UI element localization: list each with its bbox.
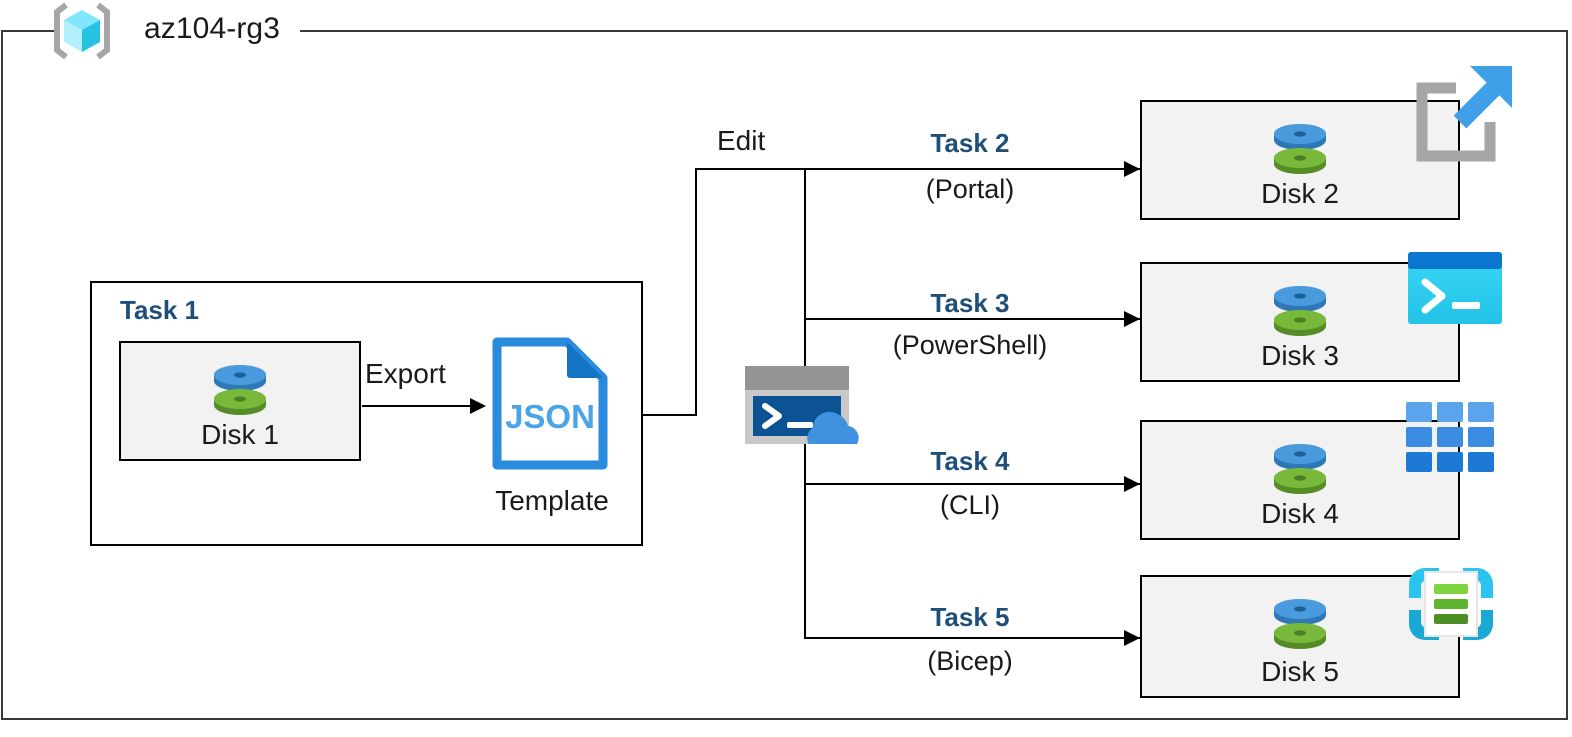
edit-connector-h1	[643, 414, 697, 416]
task3-tool: (PowerShell)	[892, 330, 1048, 360]
task3-label: Task 3	[865, 288, 1075, 318]
template-label: Template	[495, 485, 609, 516]
resource-group-name: az104-rg3	[144, 12, 280, 45]
disk5-label: Disk 5	[1261, 656, 1339, 687]
managed-disk-icon	[1269, 118, 1331, 178]
export-arrow-line	[362, 405, 472, 407]
powershell-icon	[1408, 252, 1502, 324]
task4-tool: (CLI)	[940, 490, 1000, 520]
task5-tool: (Bicep)	[927, 646, 1013, 676]
task2-label: Task 2	[865, 128, 1075, 158]
task3-name: Task 3	[930, 288, 1010, 318]
task4-arrow-line	[804, 483, 1140, 485]
task2-tool-label: (Portal)	[865, 174, 1075, 205]
disk2-label: Disk 2	[1261, 178, 1339, 209]
managed-disk-icon	[1269, 593, 1331, 653]
task4-name: Task 4	[930, 446, 1010, 476]
task5-arrow-head	[1124, 630, 1140, 646]
resource-group-frame-top-right	[300, 30, 1568, 32]
task3-arrow-head	[1124, 311, 1140, 327]
managed-disk-icon	[209, 359, 271, 419]
task4-tool-label: (CLI)	[865, 490, 1075, 521]
edit-connector-v	[695, 168, 697, 416]
svg-text:JSON: JSON	[505, 398, 595, 435]
task5-arrow-line	[804, 637, 1140, 639]
task4-label: Task 4	[865, 446, 1075, 476]
resource-group-frame-left	[1, 30, 3, 720]
task3-arrow-line	[804, 318, 1140, 320]
managed-disk-icon	[1269, 438, 1331, 498]
task2-arrow-head	[1124, 161, 1140, 177]
disk4-label: Disk 4	[1261, 498, 1339, 529]
task1-title: Task 1	[120, 295, 200, 325]
azure-resource-group-icon	[50, 2, 114, 60]
resource-group-frame-top-left	[1, 30, 55, 32]
task4-arrow-head	[1124, 476, 1140, 492]
export-label: Export	[365, 358, 446, 389]
resource-group-frame-bottom	[1, 718, 1568, 720]
managed-disk-icon	[1269, 280, 1331, 340]
task2-tool: (Portal)	[925, 174, 1015, 204]
task2-arrow-line	[804, 168, 1140, 170]
disk5-box: Disk 5	[1140, 575, 1460, 698]
task5-name: Task 5	[930, 602, 1010, 632]
disk3-box: Disk 3	[1140, 262, 1460, 382]
json-file-icon: JSON	[489, 336, 611, 471]
cloud-shell-icon	[745, 366, 863, 451]
task5-label: Task 5	[865, 602, 1075, 632]
disk1-label: Disk 1	[201, 419, 279, 450]
disk3-label: Disk 3	[1261, 340, 1339, 371]
task5-tool-label: (Bicep)	[865, 646, 1075, 677]
bicep-icon	[1405, 558, 1497, 650]
disk1-box: Disk 1	[119, 341, 361, 461]
export-arrow-head	[470, 398, 486, 414]
resource-group-frame-right	[1566, 30, 1568, 720]
task2-name: Task 2	[930, 128, 1010, 158]
azure-portal-icon	[1408, 60, 1518, 170]
disk2-box: Disk 2	[1140, 100, 1460, 220]
azure-cli-icon	[1406, 402, 1494, 472]
edit-label: Edit	[717, 125, 766, 156]
task3-tool-label: (PowerShell)	[855, 330, 1085, 361]
